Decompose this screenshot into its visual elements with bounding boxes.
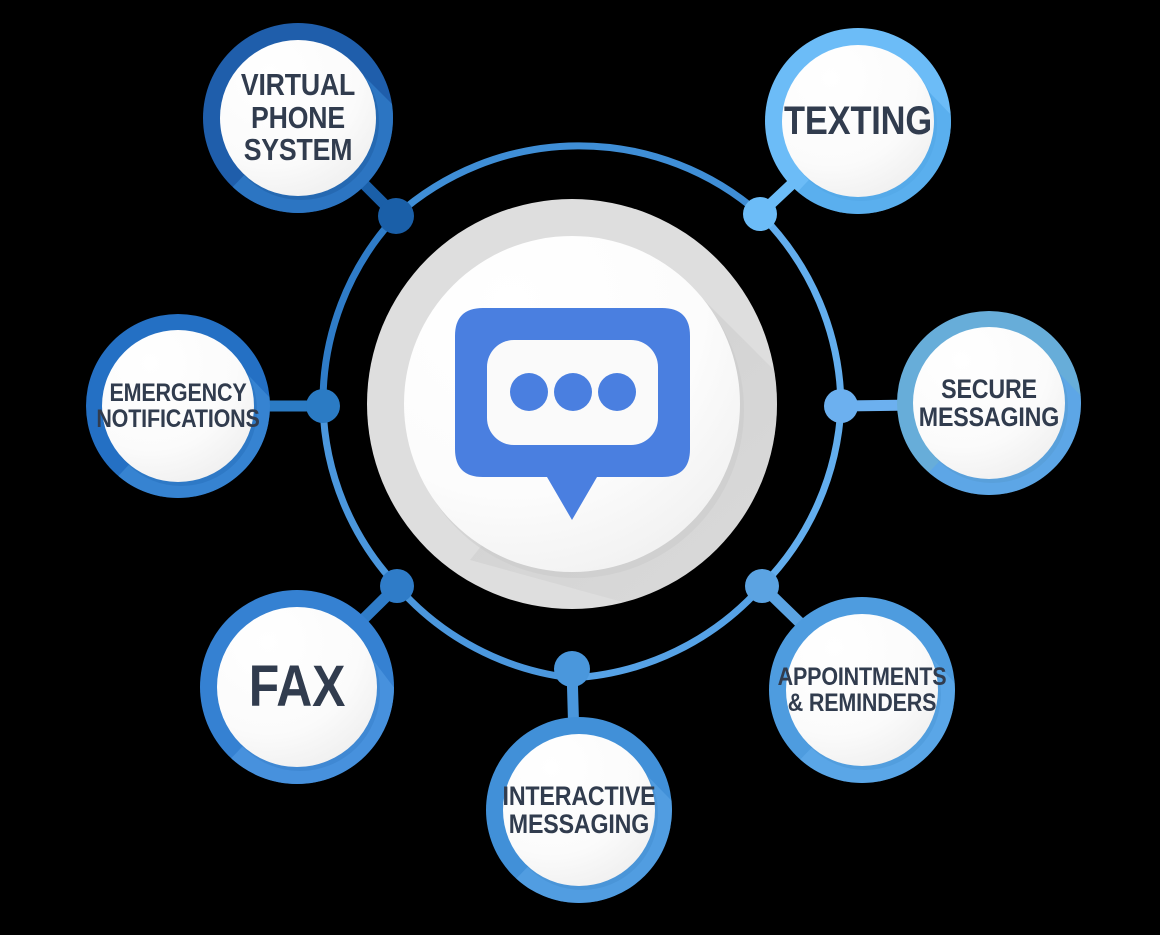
node-appointments-reminders[interactable] <box>769 597 980 812</box>
connector-dot-interactive-messaging[interactable] <box>554 651 590 687</box>
node-disc-secure-messaging <box>913 327 1065 479</box>
node-disc-interactive-messaging <box>503 734 655 886</box>
node-virtual-phone-system[interactable] <box>203 23 440 250</box>
orbit-arc-bottom-left <box>393 582 576 682</box>
connector-dot-fax[interactable] <box>380 569 414 603</box>
orbit-ring <box>319 142 845 682</box>
connector-dot-emergency-notifications[interactable] <box>306 389 340 423</box>
node-fax[interactable] <box>200 590 420 825</box>
node-disc-texting <box>782 45 934 197</box>
node-emergency-notifications[interactable] <box>86 314 295 530</box>
connector-dot-secure-messaging[interactable] <box>824 389 858 423</box>
orbit-arc-left-top <box>319 212 400 410</box>
node-secure-messaging[interactable] <box>897 311 1105 527</box>
orbit-arc-right-bottom <box>758 402 845 590</box>
hub-graphic <box>367 199 777 609</box>
node-disc-appointments-reminders <box>786 614 938 766</box>
connector-dots <box>306 197 858 687</box>
node-texting[interactable] <box>765 28 975 245</box>
speech-bubble-ellipsis-icon <box>455 308 690 520</box>
orbit-arc-left-bottom <box>319 402 401 590</box>
speech-bubble-dot-2 <box>554 373 592 411</box>
speech-bubble-dot-1 <box>510 373 548 411</box>
connector-dot-appointments-reminders[interactable] <box>745 569 779 603</box>
connector-dot-virtual-phone-system[interactable] <box>378 198 414 234</box>
connector-dot-texting[interactable] <box>743 197 777 231</box>
orbit-arc-right-top <box>756 210 845 410</box>
node-disc-emergency-notifications <box>102 330 254 482</box>
node-interactive-messaging[interactable] <box>486 717 700 930</box>
orbit-arc-bottom-right <box>568 582 766 682</box>
node-disc-fax <box>217 607 377 767</box>
orbit-arc-top <box>392 142 764 220</box>
speech-bubble-dot-3 <box>598 373 636 411</box>
node-disc-virtual-phone-system <box>220 40 376 196</box>
